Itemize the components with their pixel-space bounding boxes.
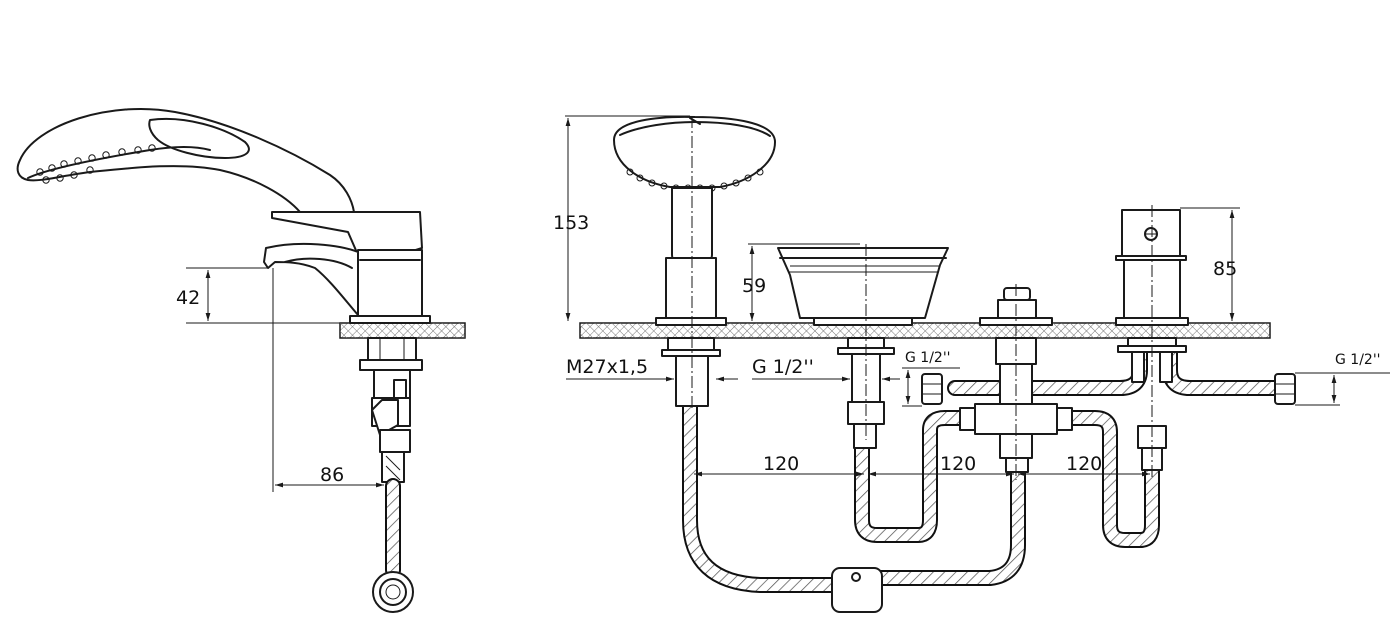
side-underside-fittings bbox=[359, 337, 423, 483]
dim-front-spacing-2-label: 120 bbox=[940, 453, 976, 475]
front-spout bbox=[777, 247, 949, 449]
side-countertop bbox=[339, 322, 466, 339]
dim-front-spacing-1-label: 120 bbox=[763, 453, 799, 475]
dim-side-spout-height-label: 42 bbox=[176, 287, 200, 309]
dim-front-spout-height-label: 59 bbox=[742, 275, 766, 297]
dim-front-spout-height: 59 bbox=[742, 243, 860, 321]
dim-front-shower-holder-height: 153 bbox=[553, 115, 690, 321]
front-view: 153 59 85 M27x1,5 G 1/2'' bbox=[553, 115, 1390, 613]
front-countertop bbox=[579, 322, 1271, 339]
dim-front-thread-spout-label: G 1/2'' bbox=[752, 356, 814, 378]
dim-front-thread-inlet-left: G 1/2'' bbox=[902, 350, 960, 407]
dim-front-thread-inlet-left-label: G 1/2'' bbox=[905, 350, 951, 366]
dim-front-handle-height: 85 bbox=[1180, 207, 1240, 324]
front-inlet-left bbox=[921, 373, 943, 405]
dim-front-spacing-3-label: 120 bbox=[1066, 453, 1102, 475]
dim-front-spacing: 120 120 120 bbox=[694, 453, 1150, 477]
dim-front-shower-holder-height-label: 153 bbox=[553, 212, 589, 234]
front-holder-underside bbox=[661, 337, 721, 407]
dim-front-thread-holder: M27x1,5 bbox=[566, 356, 738, 382]
dim-side-spout-height: 42 bbox=[176, 267, 340, 324]
dim-side-spout-reach-label: 86 bbox=[320, 464, 344, 486]
side-mixer-body bbox=[263, 211, 431, 324]
front-inlet-right bbox=[1274, 373, 1296, 405]
front-shower-hose bbox=[682, 397, 883, 613]
front-centerlines bbox=[691, 116, 1153, 480]
side-shower-nozzles bbox=[36, 144, 156, 184]
dim-front-thread-spout: G 1/2'' bbox=[752, 356, 900, 382]
dim-front-thread-inlet-right: G 1/2'' bbox=[1295, 352, 1390, 406]
dim-front-thread-inlet-right-label: G 1/2'' bbox=[1335, 352, 1381, 368]
side-hose bbox=[372, 478, 414, 613]
dim-front-handle-height-label: 85 bbox=[1213, 258, 1237, 280]
side-view: 42 86 bbox=[16, 108, 466, 613]
side-hand-shower bbox=[16, 108, 355, 213]
dim-side-spout-reach: 86 bbox=[272, 268, 384, 492]
dim-front-thread-holder-label: M27x1,5 bbox=[566, 356, 648, 378]
